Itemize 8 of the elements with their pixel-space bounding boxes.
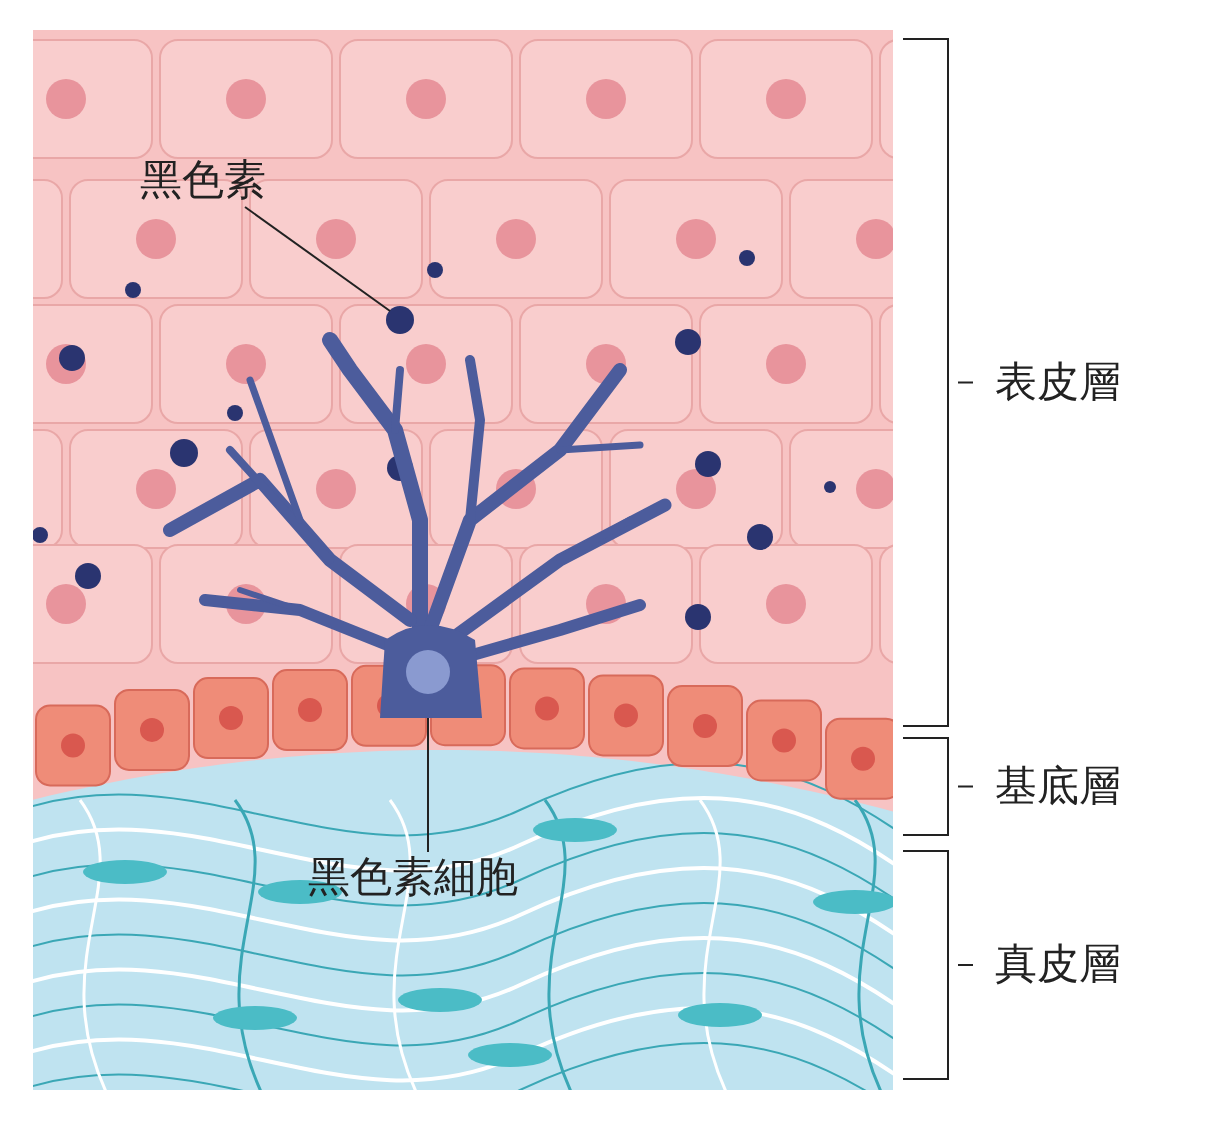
layer-label: 真皮層	[995, 939, 1121, 990]
part-label: 黑色素	[140, 155, 266, 206]
melanocyte-drawing	[163, 332, 672, 718]
melanin-granule	[386, 306, 414, 334]
leader-line	[244, 206, 391, 312]
leader-line	[427, 717, 429, 853]
layer-label: 表皮層	[995, 356, 1121, 407]
layer-label: 基底層	[995, 760, 1121, 811]
